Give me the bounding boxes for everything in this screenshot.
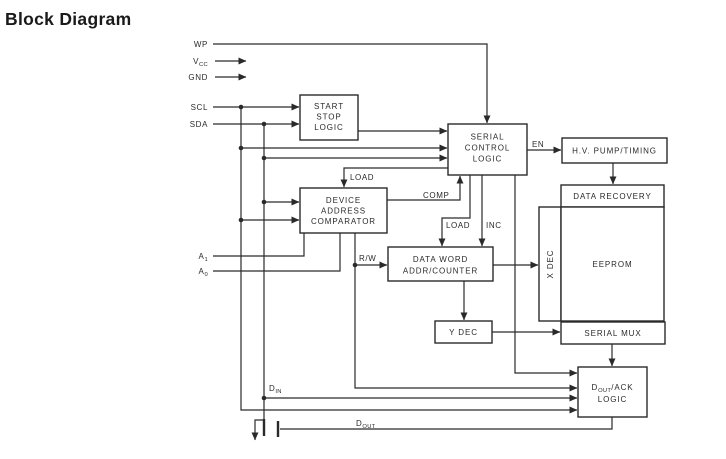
block-dout-ack-logic: DOUT/ACK LOGIC <box>577 366 648 418</box>
junction-dot <box>238 104 244 110</box>
block-serial-control-logic: SERIAL CONTROL LOGIC <box>447 123 528 176</box>
pin-label-din: DIN <box>269 384 282 395</box>
start-stop-logic-line3: LOGIC <box>314 123 343 132</box>
wire-serial-control-to-doutack <box>514 175 578 377</box>
block-y-dec: Y DEC <box>434 320 493 344</box>
block-serial-mux: SERIAL MUX <box>560 321 666 345</box>
data-word-addr-counter-line1: DATA WORD <box>413 255 468 264</box>
wires <box>213 43 617 441</box>
hv-pump-timing-label: H.V. PUMP/TIMING <box>572 147 657 156</box>
serial-control-logic-box <box>447 123 528 176</box>
pin-labels: WP VCC GND SCL SDA A1 A0 DIN DOUT <box>188 40 375 430</box>
blocks: START STOP LOGIC SERIAL CONTROL LOGIC H.… <box>299 94 668 418</box>
eeprom-label: EEPROM <box>592 260 632 269</box>
dout-ack-logic-line2: LOGIC <box>598 395 627 404</box>
pin-vcc-subscript: CC <box>199 62 208 68</box>
wire-comp <box>387 175 464 201</box>
serial-control-logic-line2: CONTROL <box>465 144 510 153</box>
pin-dout-subscript: OUT <box>362 424 375 430</box>
y-dec-box <box>434 320 493 344</box>
dout-ack-line1-rest: /ACK <box>611 383 633 392</box>
block-start-stop-logic: START STOP LOGIC <box>299 94 359 141</box>
pin-a1-base: A <box>199 252 205 261</box>
pin-label-a0: A0 <box>199 267 208 278</box>
data-recovery-label: DATA RECOVERY <box>573 192 651 201</box>
start-stop-logic-line1: START <box>314 102 344 111</box>
wire-label-load-counter: LOAD <box>446 221 470 230</box>
wire-a0 <box>213 233 341 272</box>
hv-pump-timing-box <box>561 137 668 164</box>
pin-a0-subscript: 0 <box>204 272 208 278</box>
wire-label-rw: R/W <box>359 254 376 263</box>
block-eeprom: EEPROM <box>560 206 665 322</box>
transistor-source-to-ground <box>251 419 264 441</box>
block-x-dec: X DEC <box>538 206 562 322</box>
y-dec-label: Y DEC <box>449 328 478 337</box>
junction-dot <box>238 145 244 151</box>
wire-labels: LOAD COMP LOAD INC R/W EN <box>350 140 544 263</box>
device-address-comparator-line3: COMPARATOR <box>311 217 376 226</box>
junction-dot <box>261 121 267 127</box>
pin-din-base: D <box>269 384 275 393</box>
block-device-address-comparator: DEVICE ADDRESS COMPARATOR <box>299 187 388 234</box>
data-word-addr-counter-line2: ADDR/COUNTER <box>403 267 478 276</box>
junction-dot <box>352 262 358 268</box>
dout-ack-line1-subscript: OUT <box>598 388 611 394</box>
pin-label-scl: SCL <box>191 103 208 112</box>
block-data-recovery: DATA RECOVERY <box>560 184 665 208</box>
wire-dout <box>280 417 613 430</box>
wire-a1 <box>213 233 305 257</box>
dout-ack-line1-base: D <box>591 383 598 392</box>
block-data-word-addr-counter: DATA WORD ADDR/COUNTER <box>387 246 494 282</box>
wire-load-to-comparator <box>340 167 448 188</box>
pin-label-wp: WP <box>194 40 208 49</box>
pin-a1-subscript: 1 <box>204 257 208 263</box>
wire-label-load-comparator: LOAD <box>350 173 374 182</box>
wire-scl-bus <box>240 107 578 414</box>
start-stop-logic-box <box>299 94 359 141</box>
pin-a0-base: A <box>199 267 205 276</box>
dout-ack-logic-line1: DOUT/ACK <box>591 383 633 394</box>
junction-dot <box>238 217 244 223</box>
pin-label-vcc: VCC <box>193 57 208 68</box>
pin-din-subscript: IN <box>275 389 281 395</box>
wire-label-en: EN <box>532 140 544 149</box>
pin-vcc-base: V <box>193 57 199 66</box>
wire-rw-bus <box>354 233 578 392</box>
device-address-comparator-line1: DEVICE <box>326 196 361 205</box>
x-dec-label: X DEC <box>546 250 555 279</box>
output-transistor <box>251 419 280 441</box>
junction-dot <box>261 395 267 401</box>
pin-label-sda: SDA <box>190 120 208 129</box>
block-hv-pump-timing: H.V. PUMP/TIMING <box>561 137 668 164</box>
wire-label-comp: COMP <box>423 191 449 200</box>
junction-dot <box>261 199 267 205</box>
serial-mux-box <box>560 321 666 345</box>
eeprom-box <box>560 206 665 322</box>
device-address-comparator-line2: ADDRESS <box>321 207 366 216</box>
pin-dout-base: D <box>356 419 362 428</box>
wire-label-inc: INC <box>486 221 502 230</box>
serial-control-logic-line3: LOGIC <box>473 155 502 164</box>
serial-control-logic-line1: SERIAL <box>471 133 505 142</box>
pin-label-gnd: GND <box>188 73 208 82</box>
page-title: Block Diagram <box>5 9 131 29</box>
start-stop-logic-line2: STOP <box>316 113 341 122</box>
wire-load-to-counter <box>438 175 471 247</box>
serial-mux-label: SERIAL MUX <box>584 329 641 338</box>
pin-label-a1: A1 <box>199 252 208 263</box>
junction-dot <box>261 155 267 161</box>
data-word-addr-counter-box <box>387 246 494 282</box>
junction-dots <box>238 104 358 401</box>
dout-ack-logic-box <box>577 366 648 418</box>
pin-label-dout: DOUT <box>356 419 376 430</box>
device-address-comparator-box <box>299 187 388 234</box>
wire-wp <box>213 43 491 124</box>
